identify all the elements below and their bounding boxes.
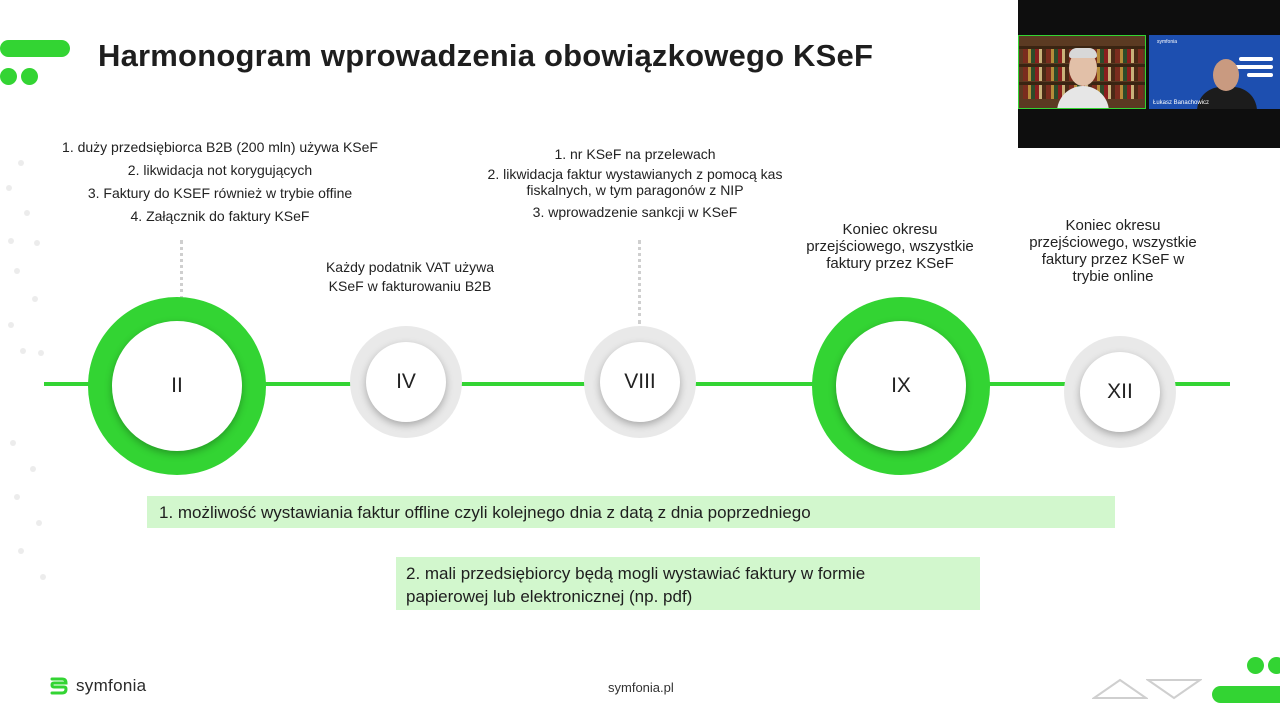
bottom-right-green-dot xyxy=(1268,657,1280,674)
background-dot xyxy=(18,548,24,554)
milestone-xii: XII xyxy=(1064,336,1176,448)
background-dot xyxy=(14,494,20,500)
background-dot xyxy=(24,210,30,216)
background-banner xyxy=(1239,57,1273,61)
note-line: 2. likwidacja not korygujących xyxy=(127,162,313,178)
top-left-green-dot xyxy=(0,68,17,85)
background-dot xyxy=(30,466,36,472)
top-left-green-dot xyxy=(21,68,38,85)
info-box-offline: 1. możliwość wystawiania faktur offline … xyxy=(147,496,1115,528)
milestone-label: II xyxy=(112,321,242,451)
note-line: przejściowego, wszystkie xyxy=(806,238,974,255)
background-dot xyxy=(36,520,42,526)
connector-dotted-viii xyxy=(638,240,641,324)
connector-dotted-ii xyxy=(180,240,183,300)
background-dot xyxy=(6,185,12,191)
background-dot xyxy=(8,238,14,244)
background-banner xyxy=(1233,65,1273,69)
bottom-right-green-bar xyxy=(1212,686,1280,703)
note-line: KSeF w fakturowaniu B2B xyxy=(328,278,492,294)
note-line: 3. wprowadzenie sankcji w KSeF xyxy=(532,204,738,220)
background-dot xyxy=(32,296,38,302)
note-line: przejściowego, wszystkie xyxy=(1029,234,1197,251)
background-dot xyxy=(18,160,24,166)
note-line: Koniec okresu xyxy=(842,221,938,238)
participant-head xyxy=(1213,59,1239,91)
note-line: faktury przez KSeF w xyxy=(1041,251,1185,268)
milestone-note-xii: Koniec okresu przejściowego, wszystkie f… xyxy=(1008,217,1218,285)
milestone-label: IV xyxy=(366,342,446,422)
video-tile-left[interactable] xyxy=(1018,35,1146,109)
info-box-text: 1. możliwość wystawiania faktur offline … xyxy=(159,503,811,522)
prev-slide-triangle-icon[interactable] xyxy=(1092,678,1148,700)
participant-body xyxy=(1057,86,1109,108)
note-line: 3. Faktury do KSEF również w trybie offi… xyxy=(87,185,353,201)
background-dot xyxy=(40,574,46,580)
note-line: Koniec okresu xyxy=(1065,217,1161,234)
milestone-label: XII xyxy=(1080,352,1160,432)
milestone-note-ix: Koniec okresu przejściowego, wszystkie f… xyxy=(780,221,1000,272)
participant-body xyxy=(1197,87,1257,109)
milestone-label: IX xyxy=(836,321,966,451)
milestone-label: VIII xyxy=(600,342,680,422)
note-line: 2. likwidacja faktur wystawianych z pomo… xyxy=(487,166,783,182)
participant-name-label: Łukasz Banachowicz xyxy=(1153,100,1210,106)
milestone-note-viii: 1. nr KSeF na przelewach 2. likwidacja f… xyxy=(460,144,810,222)
milestone-iv: IV xyxy=(350,326,462,438)
note-line: faktury przez KSeF xyxy=(826,255,954,272)
top-left-green-bar xyxy=(0,40,70,57)
symfonia-logo-icon xyxy=(50,677,68,695)
footer-brand: symfonia xyxy=(76,676,147,695)
note-line: 1. nr KSeF na przelewach xyxy=(554,146,716,162)
next-slide-triangle-icon[interactable] xyxy=(1146,678,1202,700)
info-box-small-business: 2. mali przedsiębiorcy będą mogli wystaw… xyxy=(396,557,980,610)
info-box-text: papierowej lub elektronicznej (np. pdf) xyxy=(406,587,693,606)
note-line: 4. Załącznik do faktury KSeF xyxy=(130,208,310,224)
background-dot xyxy=(14,268,20,274)
video-tile-right[interactable]: symfonia Łukasz Banachowicz xyxy=(1149,35,1280,109)
milestone-note-iv: Każdy podatnik VAT używa KSeF w fakturow… xyxy=(300,258,520,296)
video-call-panel[interactable]: symfonia Łukasz Banachowicz xyxy=(1018,0,1280,148)
bookshelf xyxy=(1019,46,1145,49)
footer-logo: symfonia xyxy=(50,676,146,696)
background-banner xyxy=(1247,73,1273,77)
footer-url: symfonia.pl xyxy=(608,680,674,695)
note-line: Każdy podatnik VAT używa xyxy=(325,259,495,275)
milestone-note-ii: 1. duży przedsiębiorca B2B (200 mln) uży… xyxy=(40,136,400,228)
background-dot xyxy=(20,348,26,354)
background-dot xyxy=(38,350,44,356)
participant-hair xyxy=(1069,48,1097,58)
note-line: 1. duży przedsiębiorca B2B (200 mln) uży… xyxy=(62,139,378,155)
info-box-text: 2. mali przedsiębiorcy będą mogli wystaw… xyxy=(406,564,866,583)
slide-title: Harmonogram wprowadzenia obowiązkowego K… xyxy=(98,38,874,73)
background-dot xyxy=(34,240,40,246)
background-dot xyxy=(8,322,14,328)
note-line: fiskalnych, w tym paragonów z NIP xyxy=(526,182,744,198)
bottom-right-green-dot xyxy=(1247,657,1264,674)
milestone-ii: II xyxy=(88,297,266,475)
brand-watermark: symfonia xyxy=(1157,39,1178,45)
milestone-ix: IX xyxy=(812,297,990,475)
milestone-viii: VIII xyxy=(584,326,696,438)
background-dot xyxy=(10,440,16,446)
note-line: trybie online xyxy=(1072,268,1154,285)
